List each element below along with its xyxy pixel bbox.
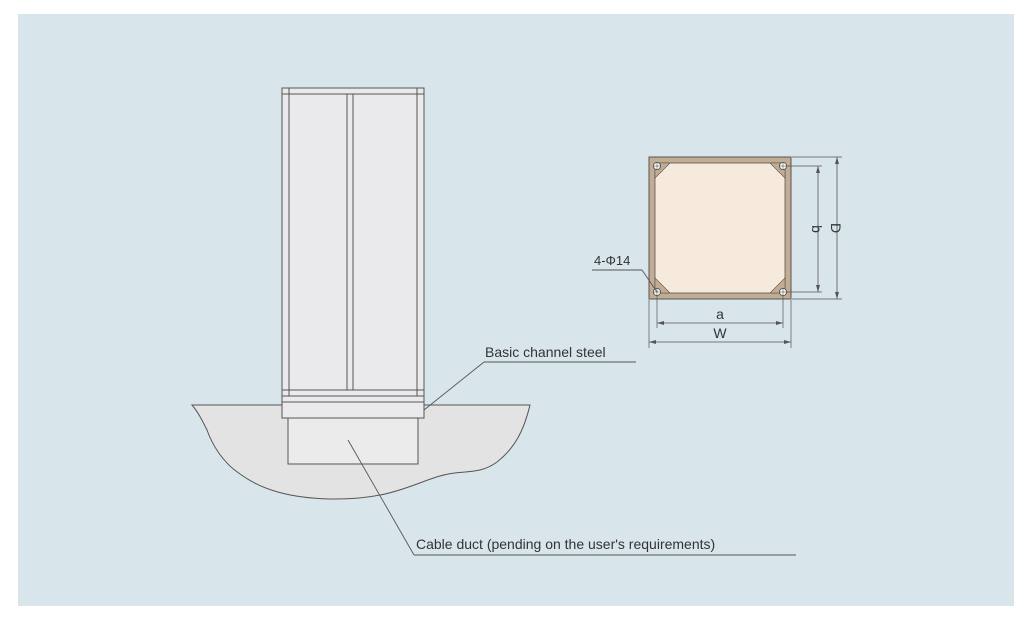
ground-outline xyxy=(190,404,531,500)
dim-w-label: W xyxy=(713,325,727,341)
dim-d-arrow-bottom xyxy=(835,292,839,299)
base-inner-plate xyxy=(654,162,786,294)
channel-steel-top-bar xyxy=(281,395,425,403)
channel-steel-body xyxy=(281,401,425,419)
mounting-hole-top-right xyxy=(778,161,788,171)
dim-d-arrow-top xyxy=(835,157,839,164)
holes-callout: 4-Φ14 xyxy=(592,253,658,293)
base-plan-view xyxy=(648,156,792,300)
cabinet-elevation xyxy=(281,87,425,397)
holes-leader xyxy=(641,269,658,293)
dimension-d: D xyxy=(792,156,844,300)
channel-steel-base xyxy=(281,395,425,419)
cable-duct-callout: Cable duct (pending on the user's requir… xyxy=(347,439,796,556)
mounting-hole-bottom-right xyxy=(778,287,788,297)
dim-d-label: D xyxy=(828,223,844,233)
channel-steel-callout: Basic channel steel xyxy=(423,344,636,411)
dim-a-label: a xyxy=(716,306,724,322)
holes-label: 4-Φ14 xyxy=(594,253,630,268)
dim-a-arrow-left xyxy=(657,321,664,325)
dimension-w: W xyxy=(648,300,792,348)
cable-duct-leader xyxy=(347,439,415,556)
channel-steel-leader xyxy=(423,361,485,411)
dimension-a: a xyxy=(656,296,784,328)
dim-a-arrow-right xyxy=(776,321,783,325)
cable-duct-label: Cable duct (pending on the user's requir… xyxy=(416,536,715,552)
ground-foundation xyxy=(190,404,531,500)
dim-w-arrow-left xyxy=(649,340,656,344)
background-panel xyxy=(18,14,1014,606)
dim-b-arrow-top xyxy=(816,166,820,173)
cable-duct xyxy=(287,417,419,465)
cable-duct-pit xyxy=(287,417,419,465)
dimension-b: b xyxy=(786,165,825,293)
dim-b-arrow-bottom xyxy=(816,285,820,292)
dim-b-label: b xyxy=(809,225,825,233)
channel-steel-label: Basic channel steel xyxy=(485,344,606,360)
dim-w-arrow-right xyxy=(784,340,791,344)
mounting-hole-top-left xyxy=(652,161,662,171)
